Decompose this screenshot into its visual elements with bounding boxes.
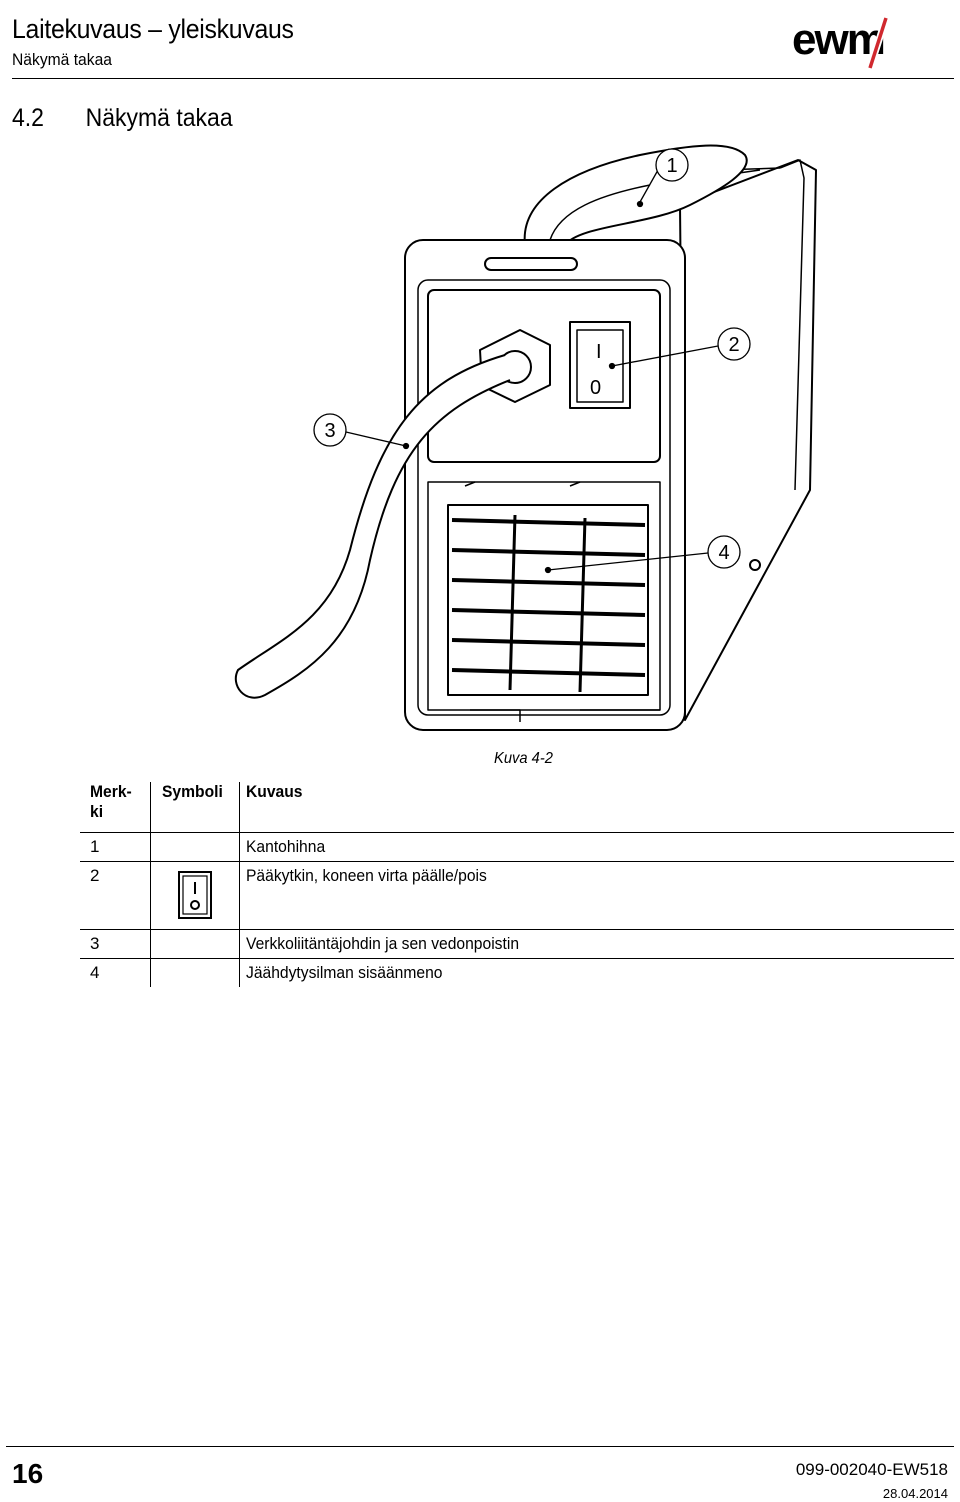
row-mark: 4: [80, 958, 151, 987]
switch-on-mark: I: [596, 341, 602, 363]
document-date: 28.04.2014: [882, 1486, 948, 1501]
document-number: 099-002040-EW518: [795, 1460, 948, 1479]
page-number: 16: [12, 1458, 44, 1489]
section-title: Näkymä takaa: [85, 104, 233, 132]
callout-3: 3: [324, 420, 335, 442]
header-title: Laitekuvaus – yleiskuvaus: [12, 14, 294, 44]
figure-caption: Kuva 4-2: [494, 750, 553, 767]
table-row: 4 Jäähdytysilman sisäänmeno: [80, 958, 954, 987]
callout-4: 4: [718, 542, 729, 564]
footer-divider: [6, 1446, 954, 1447]
header-description: Kuvaus: [246, 782, 303, 801]
row-symbol: [150, 958, 240, 987]
row-description: Verkkoliitäntäjohdin ja sen vedonpoistin: [239, 929, 954, 959]
row-symbol: [150, 832, 240, 862]
section-heading: 4.2 Näkymä takaa: [12, 104, 233, 133]
legend-header-row: Merk-ki Symboli Kuvaus: [80, 782, 954, 833]
callout-2: 2: [728, 334, 739, 356]
header-divider: [12, 78, 954, 79]
ewm-logo: ewm: [792, 15, 890, 70]
row-description: Pääkytkin, koneen virta päälle/pois: [239, 861, 954, 930]
header-symbol: Symboli: [150, 782, 240, 833]
section-number: 4.2: [12, 104, 44, 132]
row-description: Jäähdytysilman sisäänmeno: [239, 958, 954, 987]
table-row: 2 Pääkytkin, koneen virta päälle/pois: [80, 861, 954, 930]
row-symbol: [150, 929, 240, 959]
row-mark: 1: [80, 832, 151, 862]
logo-text: ewm: [792, 15, 884, 64]
rear-view-illustration: I 0 1 2 3 4: [234, 144, 817, 731]
header-mark: Merk-ki: [80, 782, 151, 833]
legend-table: Merk-ki Symboli Kuvaus 1 Kantohihna 2 Pä…: [80, 782, 954, 987]
row-mark: 3: [80, 929, 151, 959]
table-row: 1 Kantohihna: [80, 832, 954, 862]
row-description: Kantohihna: [239, 832, 954, 862]
row-mark: 2: [80, 861, 151, 930]
table-row: 3 Verkkoliitäntäjohdin ja sen vedonpoist…: [80, 929, 954, 959]
main-switch-icon: [178, 871, 212, 919]
callout-1: 1: [666, 155, 677, 177]
header-subtitle: Näkymä takaa: [12, 50, 112, 69]
switch-off-mark: 0: [590, 377, 601, 399]
row-symbol: [150, 861, 240, 930]
